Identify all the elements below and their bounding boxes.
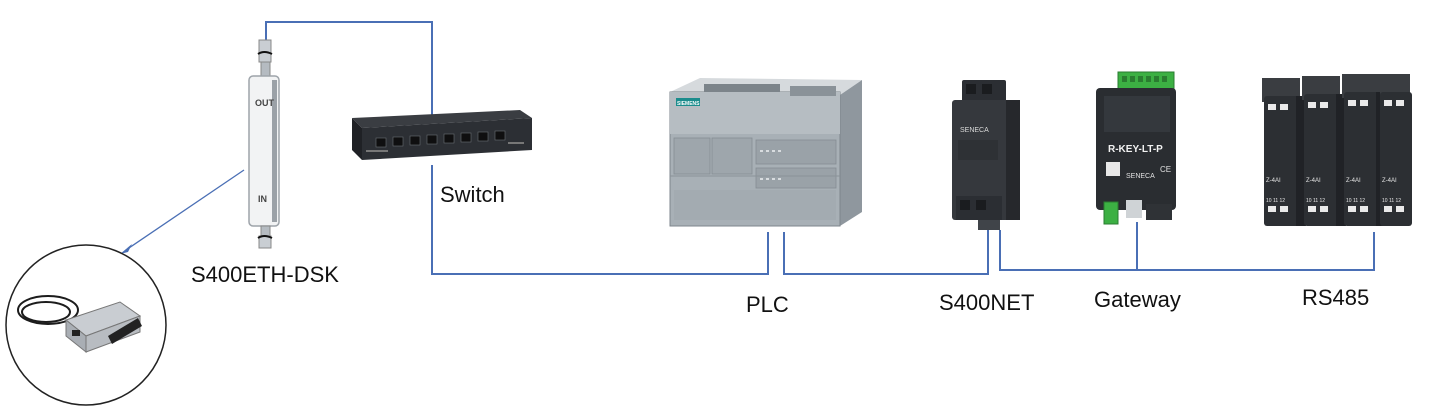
wire-injector-to-switch — [265, 21, 433, 118]
s400net-module: SENECA — [952, 80, 1020, 230]
gateway-brand-label: SENECA — [1126, 173, 1155, 180]
z4ai-module-2: Z-4AI 10 11 12 — [1302, 76, 1346, 226]
rs485-modules: Z-4AI 10 11 12 Z-4AI 10 11 12 Z-4AI 10 1… — [1262, 74, 1412, 226]
rs485-label: RS485 — [1302, 285, 1370, 310]
z4ai-module-4: Z-4AI 10 11 12 — [1380, 74, 1412, 226]
module-terminals-4: 10 11 12 — [1382, 198, 1401, 204]
wire-plc-to-s400net — [783, 230, 989, 275]
module-terminals-3: 10 11 12 — [1346, 198, 1365, 204]
callout-line — [125, 169, 245, 251]
plc: SIEMENS — [669, 78, 862, 227]
gateway-device: R-KEY-LT-P CE SENECA — [1096, 71, 1176, 225]
s400net-brand-label: SENECA — [960, 127, 989, 134]
s400net-label: S400NET — [939, 290, 1035, 315]
module-label-2: Z-4AI — [1306, 178, 1321, 184]
injector-in-label: IN — [258, 194, 267, 204]
module-label-1: Z-4AI — [1266, 178, 1281, 184]
plc-label: PLC — [746, 292, 789, 317]
module-label-3: Z-4AI — [1346, 178, 1361, 184]
injector-photo-callout — [5, 244, 167, 406]
z4ai-module-1: Z-4AI 10 11 12 — [1262, 78, 1306, 226]
poe-injector-label: S400ETH-DSK — [191, 262, 339, 287]
wires — [125, 21, 1375, 275]
switch-ports — [375, 130, 506, 148]
poe-injector: OUT IN — [248, 39, 280, 249]
plc-brand-label: SIEMENS — [677, 101, 700, 107]
gateway-ce-label: CE — [1160, 165, 1171, 174]
module-label-4: Z-4AI — [1382, 178, 1397, 184]
gateway-label: Gateway — [1094, 287, 1181, 312]
gateway-model-label: R-KEY-LT-P — [1108, 144, 1163, 155]
wire-s400net-to-gateway — [999, 230, 1375, 271]
module-terminals-1: 10 11 12 — [1266, 198, 1285, 204]
wire-switch-to-plc — [431, 165, 769, 275]
module-terminals-2: 10 11 12 — [1306, 198, 1325, 204]
switch-label: Switch — [440, 182, 505, 207]
injector-out-label: OUT — [255, 98, 275, 108]
network-switch — [352, 110, 532, 160]
z4ai-module-3: Z-4AI 10 11 12 — [1342, 74, 1386, 226]
callout-arrow-head — [120, 244, 132, 254]
